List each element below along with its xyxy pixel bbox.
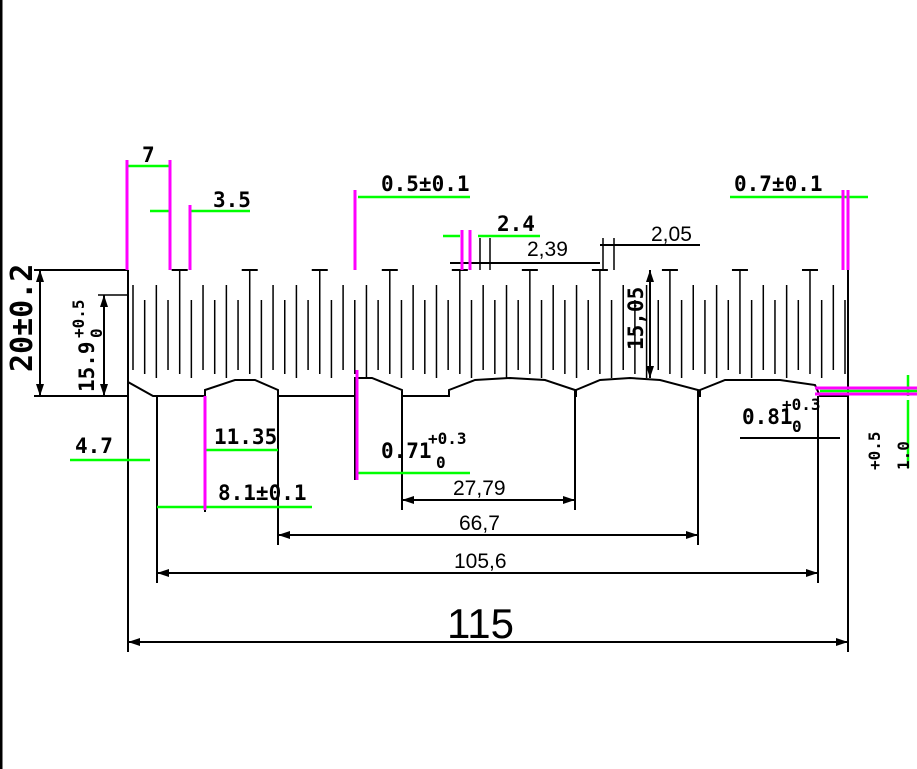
dimension-labels: 7 3.5 0.5±0.1 0.7±0.1 2.4 2,39 2,05 15,0… xyxy=(5,143,913,647)
dimline-overall-height-arrow-bottom xyxy=(36,384,44,396)
dimline-fin-height-arrow-bottom xyxy=(646,366,654,378)
heatsink-profile xyxy=(34,269,849,652)
dimline-span-66-7-arrow-right xyxy=(686,531,698,539)
dim-groove-width: 8.1±0.1 xyxy=(218,481,307,505)
dim-end-fin-thickness: 0.7±0.1 xyxy=(734,172,823,196)
dimline-inner-height-arrow-bottom xyxy=(100,384,108,396)
dimline-overall-width-arrow-right xyxy=(836,638,848,646)
dim-small-gap: 2.4 xyxy=(497,212,535,236)
dim-inner-height-tol-lower: 0 xyxy=(87,328,106,338)
dim-groove-pos: 11.35 xyxy=(214,425,277,449)
dim-span-105-6: 105,6 xyxy=(454,550,507,573)
dim-span-66-7: 66,7 xyxy=(459,512,500,535)
dimline-span-27-79-arrow-right xyxy=(563,496,575,504)
dim-inner-height: 15.9 xyxy=(75,341,99,392)
dim-overall-height: 20±0.2 xyxy=(5,264,40,372)
dim-fin-height: 15,05 xyxy=(624,287,648,350)
dimline-span-105-6-arrow-right xyxy=(806,569,818,577)
dim-span-27-79: 27,79 xyxy=(453,477,506,500)
dim-base-thickness: 0.71 xyxy=(381,439,432,463)
dimline-fin-height-arrow-top xyxy=(646,270,654,282)
dimension-lines xyxy=(36,164,917,646)
dimline-span-27-79-arrow-left xyxy=(402,496,414,504)
dim-lip-thickness: 0.81 xyxy=(742,405,793,429)
highlight-lines xyxy=(125,160,917,510)
dimline-overall-width-arrow-left xyxy=(128,638,140,646)
dimline-inner-height-arrow-top xyxy=(100,295,108,307)
dim-fin-tip-thickness: 0.5±0.1 xyxy=(381,172,470,196)
dim-edge-offset: 4.7 xyxy=(75,434,113,458)
dim-fin-gap: 3.5 xyxy=(213,188,251,212)
dim-gap-2-05: 2,05 xyxy=(651,223,692,246)
dimline-overall-height-arrow-top xyxy=(36,270,44,282)
dim-right-height: 1.0 xyxy=(894,441,913,470)
dimline-span-105-6-arrow-left xyxy=(157,569,169,577)
dim-lip-tol-lower: 0 xyxy=(792,417,802,436)
dimline-span-66-7-arrow-left xyxy=(278,531,290,539)
dim-inner-height-tol-upper: +0.5 xyxy=(69,299,88,338)
dim-base-thickness-tol-lower: 0 xyxy=(436,453,446,472)
heatsink-base-outline xyxy=(127,270,849,397)
dim-overall-width: 115 xyxy=(447,600,514,647)
dim-right-height-tol: +0.5 xyxy=(865,431,884,470)
dim-base-thickness-tol-upper: +0.3 xyxy=(428,429,467,448)
dim-gap-2-39: 2,39 xyxy=(527,238,568,261)
dim-lip-tol-upper: +0.3 xyxy=(782,395,821,414)
dim-fin-pitch: 7 xyxy=(142,143,155,167)
